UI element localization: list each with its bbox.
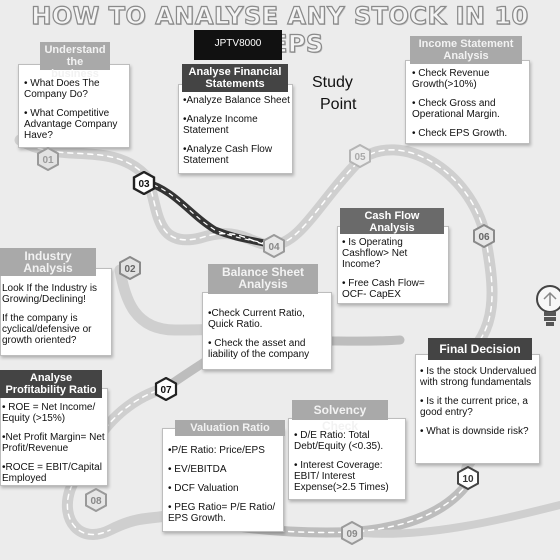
cashflow-item: • Is Operating Cashflow> Net Income? <box>342 237 408 270</box>
step-badge-04-label: 04 <box>268 242 280 253</box>
financial-title: Analyse Financial Statements <box>182 64 288 92</box>
step-badge-02-label: 02 <box>124 264 136 275</box>
study-label: Study <box>312 74 353 91</box>
step-badge-03-label: 03 <box>138 179 150 190</box>
industry-body: Look If the Industry is Growing/Declinin… <box>2 283 110 354</box>
understand-title: Understand the business <box>40 42 110 80</box>
industry-item: If the company is cyclical/defensive or … <box>2 313 92 346</box>
final-item: • Is it the current price, a good entry? <box>420 396 528 418</box>
profitability-body: • ROE = Net Income/ Equity (>15%) •Net P… <box>2 402 106 492</box>
valuation-item: • DCF Valuation <box>168 483 239 494</box>
industry-title: Industry Analysis <box>0 248 96 276</box>
financial-item: •Analyze Income Statement <box>183 114 258 136</box>
financial-item: •Analyze Balance Sheet <box>183 95 290 106</box>
step-badge-07: 07 <box>154 377 178 401</box>
cashflow-title: Cash Flow Analysis <box>340 208 444 234</box>
balance-body: •Check Current Ratio, Quick Ratio. • Che… <box>208 308 330 368</box>
card-understand-business <box>18 64 130 148</box>
solvency-title: Solvency Check <box>292 400 388 433</box>
financial-item: •Analyze Cash Flow Statement <box>183 144 273 166</box>
industry-item: Look If the Industry is Growing/Declinin… <box>2 283 98 305</box>
step-badge-09: 09 <box>340 521 364 545</box>
income-item: • Check Revenue Growth(>10%) <box>412 68 490 90</box>
valuation-item: •P/E Ratio: Price/EPS <box>168 445 265 456</box>
financial-body: •Analyze Balance Sheet •Analyze Income S… <box>183 95 291 174</box>
step-badge-06-label: 06 <box>478 232 490 243</box>
final-body: • Is the stock Undervalued with strong f… <box>420 366 538 445</box>
study-point-label: Study Point <box>312 72 356 116</box>
income-title: Income Statement Analysis <box>410 36 522 64</box>
valuation-item: • EV/EBITDA <box>168 464 227 475</box>
step-badge-10-label: 10 <box>462 474 474 485</box>
profitability-item: •Net Profit Margin= Net Profit/Revenue <box>2 432 105 454</box>
balance-item: • Check the asset and liability of the c… <box>208 338 310 360</box>
solvency-body: • D/E Ratio: Total Debt/Equity (<0.35). … <box>294 430 404 501</box>
step-badge-05-label: 05 <box>354 152 366 163</box>
cashflow-body: • Is Operating Cashflow> Net Income? • F… <box>342 237 446 308</box>
understand-item: • What Does The Company Do? <box>24 78 100 100</box>
step-badge-10: 10 <box>456 466 480 490</box>
step-badge-01-label: 01 <box>42 155 54 166</box>
point-label: Point <box>320 96 357 113</box>
card-industry-analysis <box>0 268 112 356</box>
profitability-title: Analyse Profitability Ratio <box>0 370 102 398</box>
card-financial-statements <box>178 84 293 174</box>
card-final-decision <box>415 354 540 464</box>
profitability-item: • ROE = Net Income/ Equity (>15%) <box>2 402 96 424</box>
step-badge-06: 06 <box>472 224 496 248</box>
valuation-title: Valuation Ratio <box>175 420 285 436</box>
brand-label: JPTV8000 <box>194 30 282 60</box>
income-item: • Check Gross and Operational Margin. <box>412 98 500 120</box>
step-badge-03: 03 <box>132 171 156 195</box>
balance-item: •Check Current Ratio, Quick Ratio. <box>208 308 305 330</box>
lightbulb-icon <box>533 282 560 334</box>
valuation-item: • PEG Ratio= P/E Ratio/ EPS Growth. <box>168 502 276 524</box>
solvency-item: • D/E Ratio: Total Debt/Equity (<0.35). <box>294 430 384 452</box>
final-item: • Is the stock Undervalued with strong f… <box>420 366 537 388</box>
step-badge-09-label: 09 <box>346 529 358 540</box>
step-badge-02: 02 <box>118 256 142 280</box>
step-badge-08-label: 08 <box>90 496 102 507</box>
card-solvency <box>288 418 406 500</box>
step-badge-01: 01 <box>36 147 60 171</box>
step-badge-05: 05 <box>348 144 372 168</box>
balance-title: Balance Sheet Analysis <box>208 264 318 294</box>
card-income-statement <box>405 60 530 144</box>
income-item: • Check EPS Growth. <box>412 128 508 139</box>
final-title: Final Decision <box>428 338 532 360</box>
solvency-item: • Interest Coverage: EBIT/ Interest Expe… <box>294 460 389 493</box>
step-badge-04: 04 <box>262 234 286 258</box>
income-body: • Check Revenue Growth(>10%) • Check Gro… <box>412 68 528 147</box>
step-badge-08: 08 <box>84 488 108 512</box>
valuation-body: •P/E Ratio: Price/EPS • EV/EBITDA • DCF … <box>168 445 282 532</box>
profitability-item: •ROCE = EBIT/Capital Employed <box>2 462 102 484</box>
understand-item: • What Competitive Advantage Company Hav… <box>24 108 118 141</box>
final-item: • What is downside risk? <box>420 426 529 437</box>
cashflow-item: • Free Cash Flow= OCF- CapEX <box>342 278 425 300</box>
understand-body: • What Does The Company Do? • What Compe… <box>24 78 128 149</box>
step-badge-07-label: 07 <box>160 385 172 396</box>
card-valuation <box>162 428 284 532</box>
